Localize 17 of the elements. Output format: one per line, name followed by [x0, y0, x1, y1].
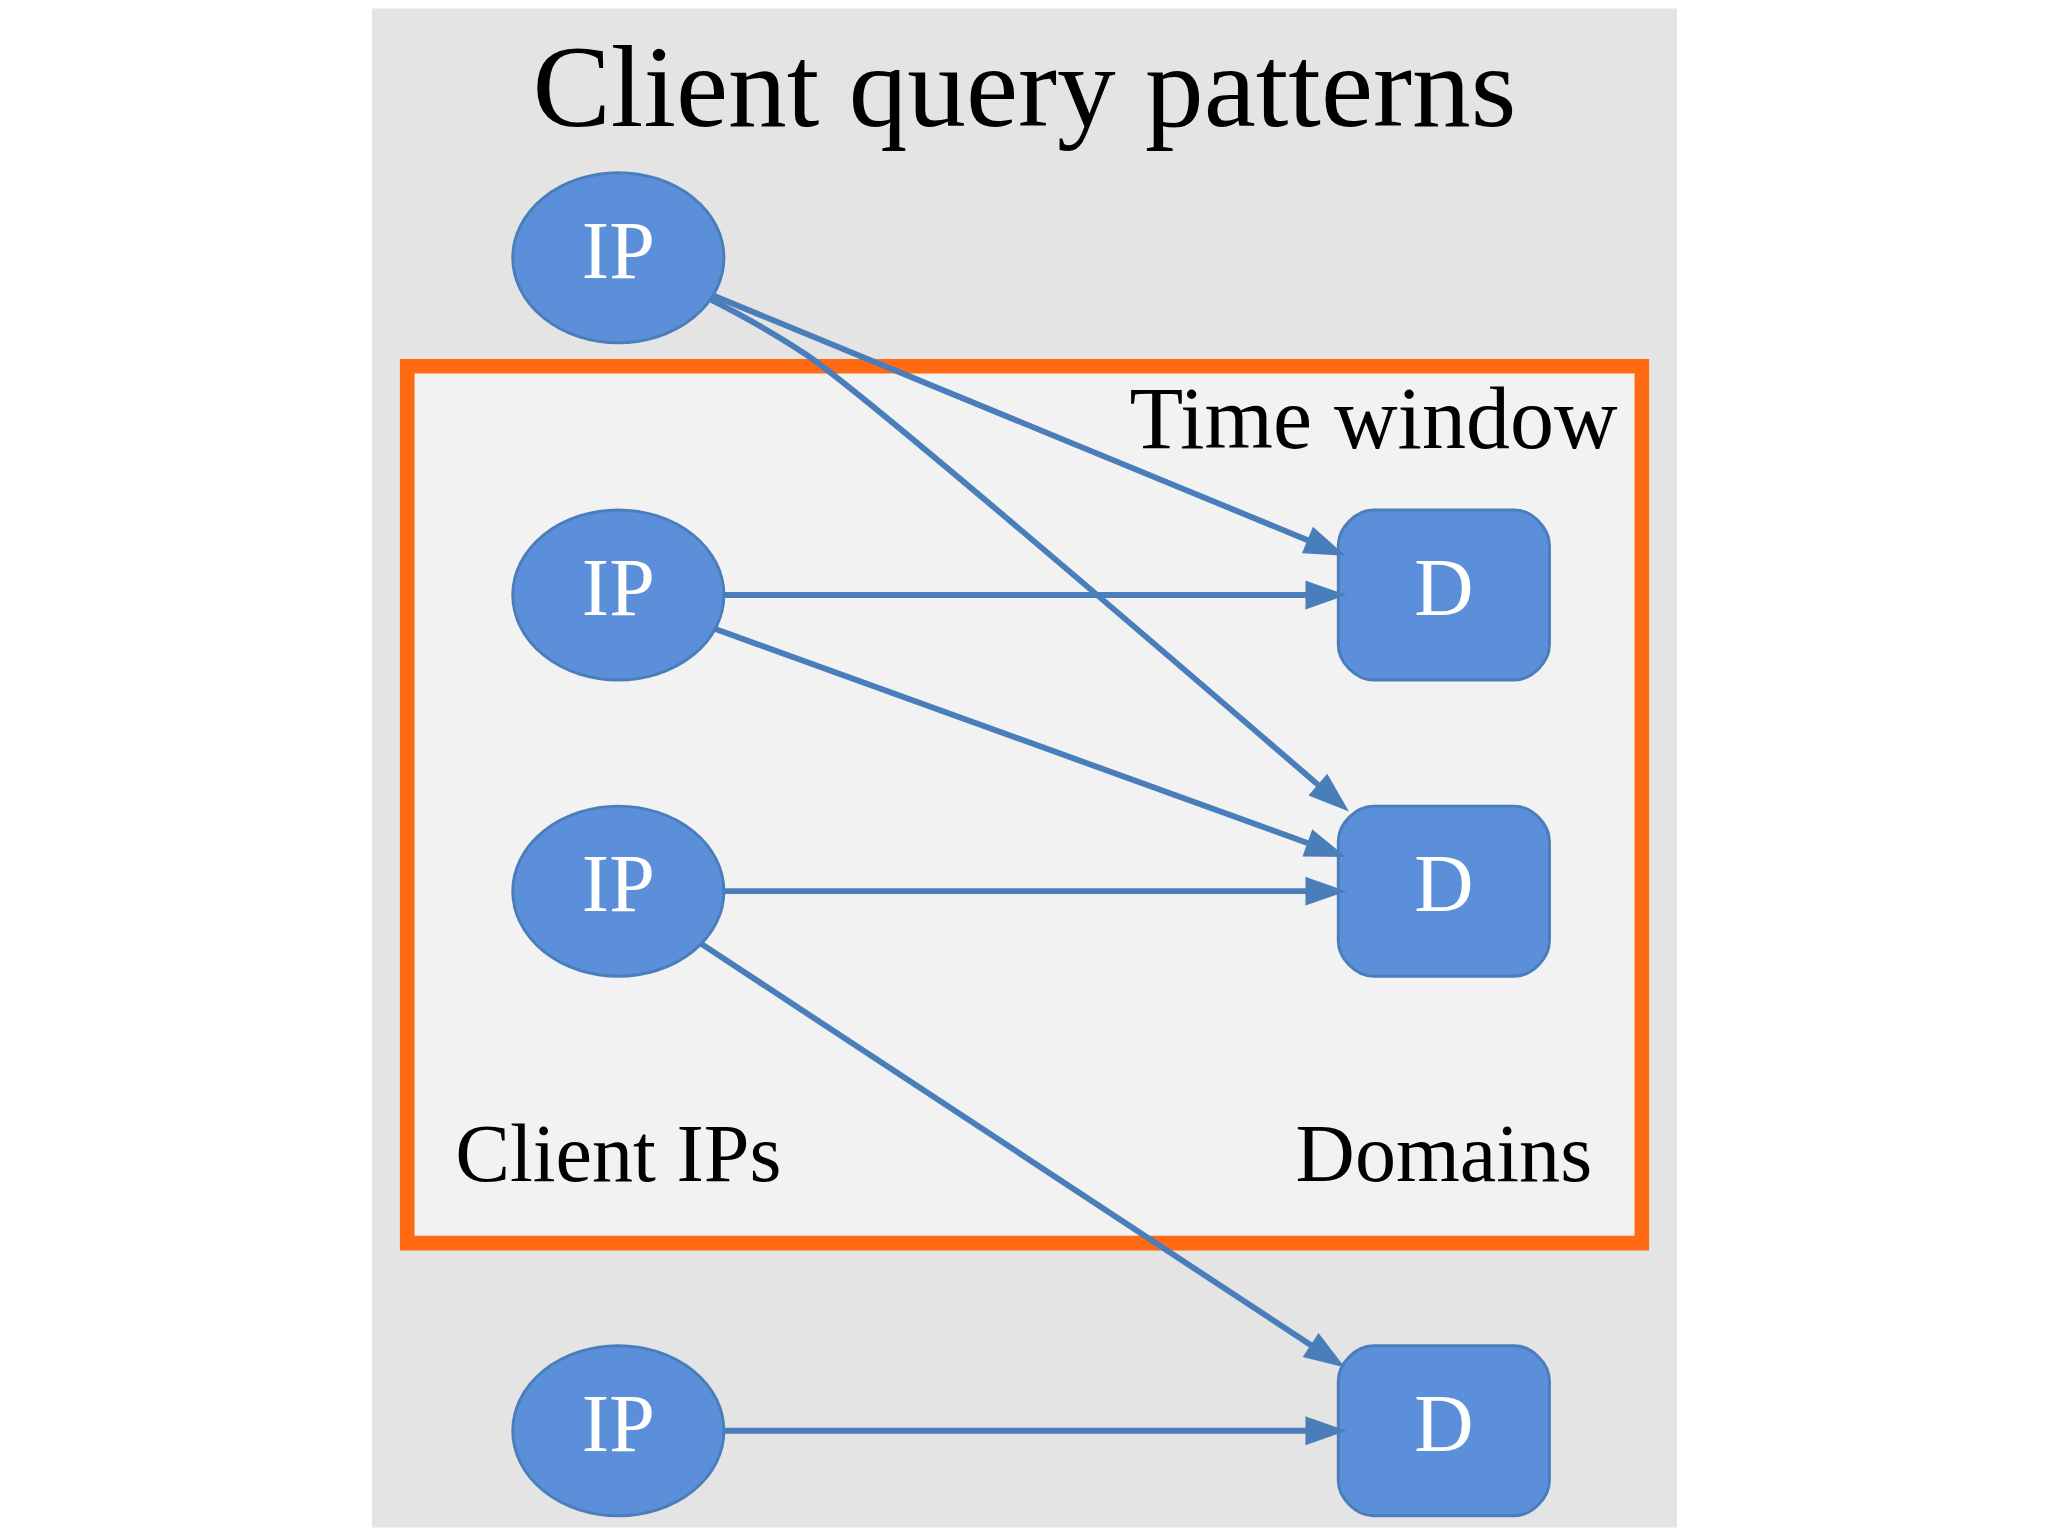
arrow — [699, 941, 1345, 1368]
label: Client IPs — [454, 1108, 781, 1200]
arrow — [723, 580, 1347, 610]
node-ellipse: IP — [510, 1344, 725, 1518]
node-box: D — [1336, 1344, 1551, 1518]
arrow — [709, 297, 1349, 812]
node-ellipse: IP — [510, 508, 725, 682]
arrow — [723, 876, 1347, 906]
label: Domains — [1295, 1108, 1592, 1200]
node-box: D — [1336, 804, 1551, 978]
node-box: D — [1336, 508, 1551, 682]
arrow — [713, 626, 1346, 857]
arrow — [723, 1416, 1347, 1446]
node-ellipse: IP — [510, 171, 725, 345]
diagram-title: Client query patterns — [532, 20, 1516, 151]
node-ellipse: IP — [510, 804, 725, 978]
arrow — [712, 293, 1345, 556]
